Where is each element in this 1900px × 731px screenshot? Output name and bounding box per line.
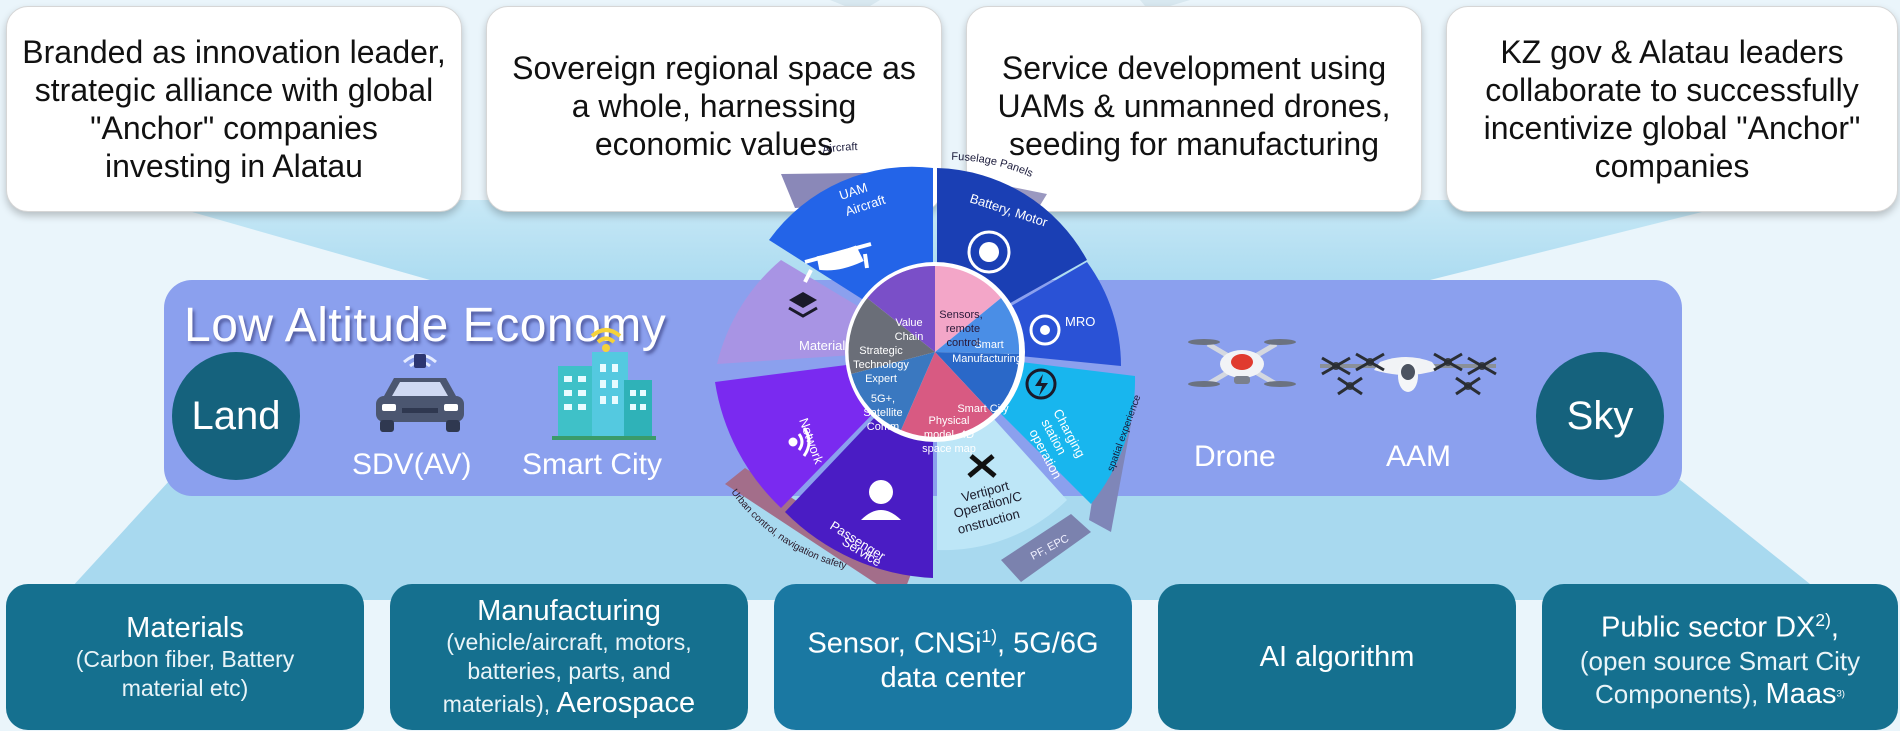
inner-label-value-chain-2: Chain	[895, 331, 924, 343]
aerospace-label: Aerospace	[556, 687, 696, 719]
sdv-label: SDV(AV)	[352, 448, 472, 481]
smart-city-label: Smart City	[522, 448, 663, 481]
inner-label-physical-3: space map	[922, 443, 976, 455]
inner-label-physical-2: model, 4D	[924, 429, 974, 441]
card-line: investing in Alatau	[105, 148, 363, 184]
card-sub-line: material etc)	[121, 675, 249, 701]
inner-smart-city	[935, 352, 1019, 414]
card-line: collaborate to successfully	[1485, 72, 1859, 108]
inner-label-strategic-2: Technology	[853, 359, 909, 371]
card-sub-line: materials),	[442, 691, 557, 717]
inner-label-sensors-1: Sensors,	[939, 309, 982, 321]
card-title: Public sector DX	[1601, 611, 1816, 644]
charging-bolt-icon	[1025, 368, 1057, 400]
inner-label-value-chain-1: Value	[895, 317, 922, 329]
maas-label: Maas	[1765, 677, 1837, 710]
inner-label-sensors-2: remote	[946, 323, 980, 335]
top-card-service-development: Service development using UAMs & unmanne…	[966, 6, 1422, 212]
card-sub-line: Components),	[1595, 678, 1766, 709]
card-title: Sensor, CNSi	[807, 627, 982, 660]
card-title: Materials	[126, 612, 244, 644]
card-line: a whole, harnessing	[571, 88, 857, 124]
footnote-3: 3)	[1836, 688, 1845, 700]
card-line: Sovereign regional space as	[512, 50, 916, 86]
card-line: incentivize global "Anchor"	[1483, 110, 1861, 146]
material-label: Material	[799, 338, 845, 353]
car-icon	[376, 353, 464, 432]
card-sub-line: batteries, parts, and	[467, 658, 671, 684]
inner-label-satellite-2: Satellite	[863, 407, 902, 419]
card-line: seeding for manufacturing	[1009, 126, 1379, 162]
card-title: Manufacturing	[477, 595, 661, 627]
drone-label: Drone	[1194, 440, 1276, 473]
inner-label-smart-manufacturing-1: Smart	[974, 339, 1003, 351]
mro-label: MRO	[1065, 314, 1095, 329]
material-stack-icon	[788, 292, 818, 318]
inner-physical-model	[901, 352, 993, 437]
card-line: UAMs & unmanned drones,	[997, 88, 1391, 124]
bottom-card-sensor: Sensor, CNSi1), 5G/6G data center	[774, 584, 1132, 730]
inner-label-satellite-3: Comm	[867, 421, 899, 433]
battery-motor-icon	[967, 230, 1011, 274]
footnote-1: 1)	[981, 626, 997, 647]
aam-aircraft-icon	[1320, 352, 1497, 396]
rim-label-aircraft: Aircraft	[821, 141, 857, 156]
bottom-card-manufacturing: Manufacturing (vehicle/aircraft, motors,…	[390, 584, 748, 730]
inner-smart-manufacturing	[935, 298, 1020, 354]
smart-city-icon	[552, 328, 656, 440]
top-card-innovation-leader: Branded as innovation leader, strategic …	[6, 6, 462, 212]
card-line: companies	[1594, 148, 1750, 184]
band-title: Low Altitude Economy	[184, 299, 667, 352]
card-title-line2: data center	[880, 661, 1026, 694]
drone-icon	[1188, 339, 1296, 387]
uam-aircraft-icon	[803, 242, 872, 283]
card-title-cont: ,	[1830, 611, 1839, 644]
inner-label-strategic-3: Expert	[865, 373, 897, 385]
inner-sensors	[935, 266, 1001, 352]
top-card-kz-gov: KZ gov & Alatau leaders collaborate to s…	[1446, 6, 1898, 212]
card-line: strategic alliance with global	[34, 72, 434, 108]
card-title-cont: , 5G/6G	[997, 627, 1099, 660]
card-sub-line: (vehicle/aircraft, motors,	[446, 629, 692, 655]
network-signal-icon	[788, 427, 811, 457]
card-line: KZ gov & Alatau leaders	[1500, 34, 1844, 70]
inner-label-smart-city: Smart City	[957, 403, 1009, 415]
mro-gear-icon	[1029, 314, 1061, 346]
passenger-person-icon	[861, 480, 901, 520]
land-circle: Land	[172, 352, 300, 480]
rim-pf-epc	[1001, 514, 1091, 582]
inner-satellite	[851, 352, 935, 430]
card-sub-line: (open source Smart City	[1579, 645, 1861, 676]
value-chain-wheel: Aircraft Fuselage Panels spatial experie…	[715, 141, 1144, 600]
inner-label-sensors-3: control	[946, 337, 979, 349]
bottom-card-materials: Materials (Carbon fiber, Battery materia…	[6, 584, 364, 730]
inner-strategic	[848, 298, 935, 374]
inner-label-smart-manufacturing-2: Manufacturing	[952, 353, 1022, 365]
bottom-card-public-sector: Public sector DX2), (open source Smart C…	[1542, 584, 1898, 730]
card-title: AI algorithm	[1259, 641, 1415, 673]
footnote-2: 2)	[1815, 610, 1831, 631]
vertiport-tools-icon	[967, 454, 997, 478]
card-line: economic values	[594, 126, 834, 162]
card-sub-line: (Carbon fiber, Battery	[75, 646, 295, 672]
inner-value-chain	[867, 265, 935, 352]
inner-label-physical-1: Physical	[929, 415, 970, 427]
card-line: "Anchor" companies	[90, 110, 378, 146]
bottom-card-ai: AI algorithm	[1158, 584, 1516, 730]
inner-label-strategic-1: Strategic	[859, 345, 903, 357]
sky-circle: Sky	[1536, 352, 1664, 480]
svg-text:Aircraft: Aircraft	[821, 141, 857, 156]
card-line: Branded as innovation leader,	[22, 34, 446, 70]
aam-label: AAM	[1386, 440, 1452, 473]
inner-label-satellite-1: 5G+,	[871, 393, 895, 405]
card-line: Service development using	[1001, 50, 1387, 86]
